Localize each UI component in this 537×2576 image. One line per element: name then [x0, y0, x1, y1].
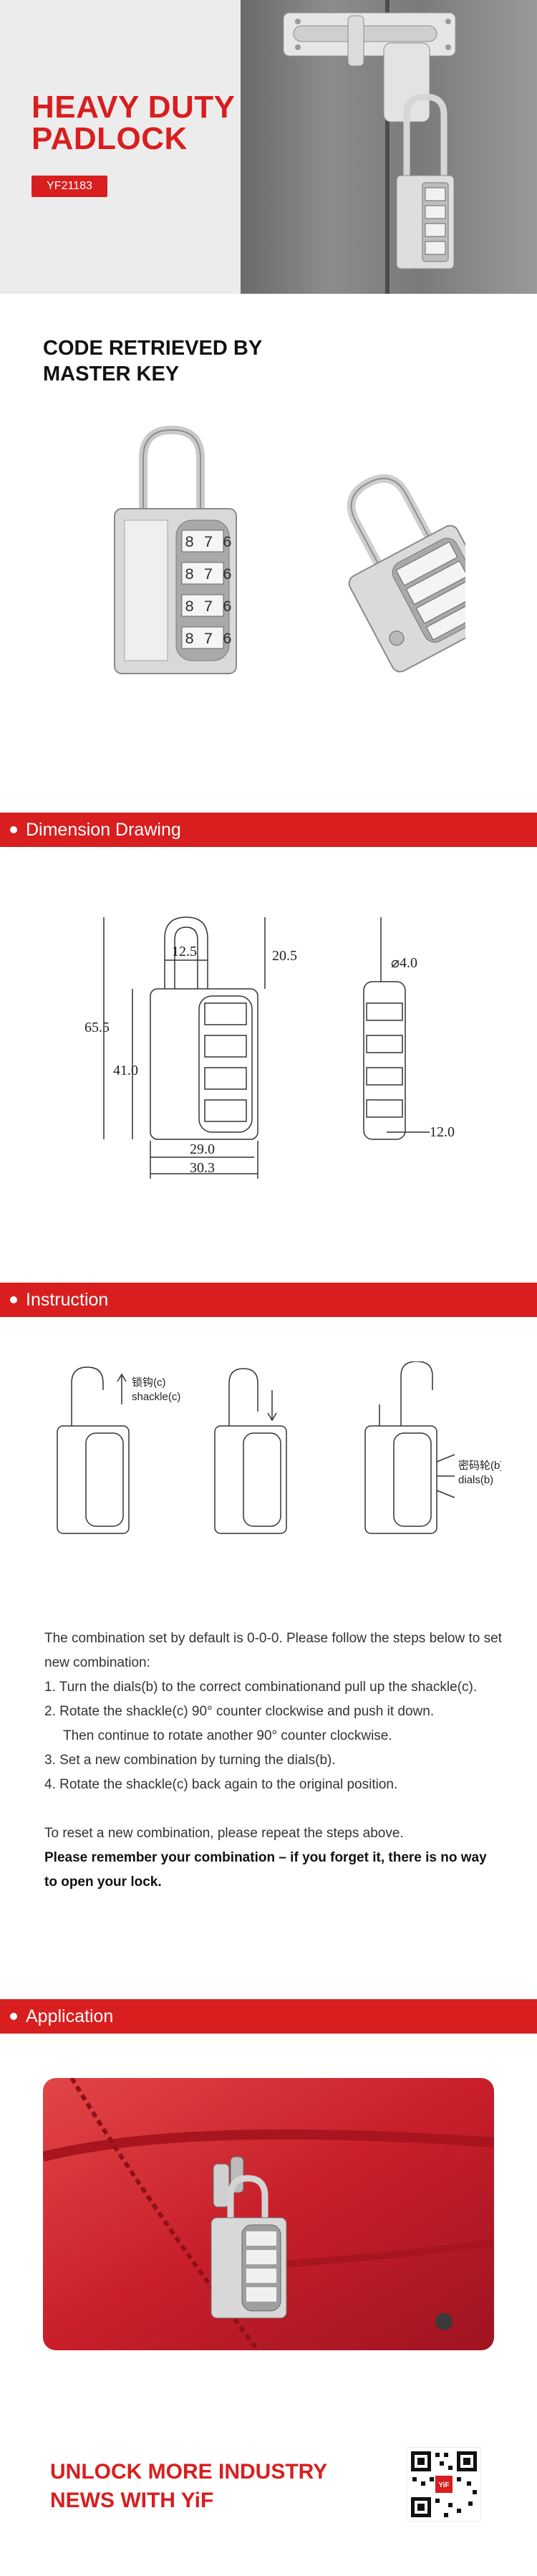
- dim-depth: 12.0: [430, 1124, 455, 1140]
- angled-padlock-icon: [347, 474, 465, 673]
- instruction-step-2a: 2. Rotate the shackle(c) 90° counter clo…: [44, 1704, 435, 1719]
- feature-title-line1: CODE RETRIEVED BY: [43, 337, 263, 360]
- dim-body-height: 41.0: [113, 1063, 138, 1078]
- bullet-dot-icon: [10, 2013, 17, 2020]
- section-bar-instruction: Instruction: [0, 1283, 537, 1317]
- label-shackle-en: shackle(c): [132, 1391, 180, 1403]
- svg-text:8 7 6: 8 7 6: [185, 598, 232, 616]
- section-title-instruction: Instruction: [26, 1290, 109, 1310]
- dim-inner-width: 29.0: [190, 1141, 215, 1157]
- section-title-dimension: Dimension Drawing: [26, 820, 181, 840]
- product-title-line1: HEAVY DUTY: [32, 90, 236, 125]
- section-bar-dimension: Dimension Drawing: [0, 813, 537, 847]
- dim-shackle-diameter: ⌀4.0: [391, 955, 417, 971]
- feature-title-line2: MASTER KEY: [43, 363, 180, 386]
- red-luggage-padlock-image: [43, 2078, 494, 2350]
- section-title-application: Application: [26, 2006, 114, 2026]
- dimension-drawing: 12.5 20.5 65.5 41.0 29.0 30.3 ⌀4.0 12.0: [84, 916, 455, 1179]
- instruction-reset: To reset a new combination, please repea…: [44, 1826, 404, 1841]
- product-title-line2: PADLOCK: [32, 121, 188, 156]
- svg-text:8 7 6: 8 7 6: [185, 566, 232, 584]
- product-title: HEAVY DUTY PADLOCK: [32, 92, 236, 155]
- hero-banner: HEAVY DUTY PADLOCK YF21183: [0, 0, 537, 294]
- svg-text:8 7 6: 8 7 6: [185, 631, 232, 648]
- section-bar-application: Application: [0, 1999, 537, 2034]
- door-seam: [385, 0, 390, 294]
- label-shackle-cn: 锁钩(c): [132, 1376, 166, 1389]
- dim-shackle-height: 20.5: [272, 948, 297, 964]
- label-dials-cn: 密码轮(b): [458, 1460, 501, 1472]
- instruction-step-1: 1. Turn the dials(b) to the correct comb…: [44, 1680, 478, 1695]
- instruction-step-4: 4. Rotate the shackle(c) back again to t…: [44, 1777, 398, 1792]
- feature-title: CODE RETRIEVED BY MASTER KEY: [43, 335, 262, 387]
- bullet-dot-icon: [10, 826, 17, 833]
- qr-center-logo: YiF: [438, 2481, 449, 2489]
- footer-cta: UNLOCK MORE INDUSTRY NEWS WITH YiF: [50, 2458, 327, 2515]
- dim-total-height: 65.5: [84, 1020, 110, 1035]
- qr-code-icon[interactable]: YiF: [407, 2447, 481, 2522]
- dim-outer-width: 30.3: [190, 1160, 215, 1176]
- instruction-text: The combination set by default is 0-0-0.…: [44, 1627, 503, 1895]
- bullet-dot-icon: [10, 1296, 17, 1303]
- instruction-warning: Please remember your combination – if yo…: [44, 1850, 487, 1890]
- door-bolt-padlock-illustration: [283, 12, 456, 269]
- instruction-step-2b: Then continue to rotate another 90° coun…: [63, 1728, 392, 1743]
- application-photo: [43, 2078, 494, 2350]
- instruction-intro: The combination set by default is 0-0-0.…: [44, 1631, 502, 1670]
- model-badge: YF21183: [32, 176, 107, 197]
- instruction-step-3: 3. Set a new combination by turning the …: [44, 1753, 336, 1768]
- front-padlock-icon: 8 7 6 8 7 6 8 7 6 8 7 6: [114, 425, 237, 674]
- dim-top-width: 12.5: [172, 944, 197, 959]
- footer-cta-line2: NEWS WITH YiF: [50, 2489, 214, 2512]
- label-dials-en: dials(b): [458, 1474, 493, 1486]
- svg-text:8 7 6: 8 7 6: [185, 534, 232, 552]
- padlock-product-illustration: 8 7 6 8 7 6 8 7 6 8 7 6: [114, 425, 465, 674]
- footer-cta-line1: UNLOCK MORE INDUSTRY: [50, 2460, 328, 2484]
- instruction-illustration: 锁钩(c) shackle(c) 密码轮(b) dials(b): [57, 1361, 501, 1534]
